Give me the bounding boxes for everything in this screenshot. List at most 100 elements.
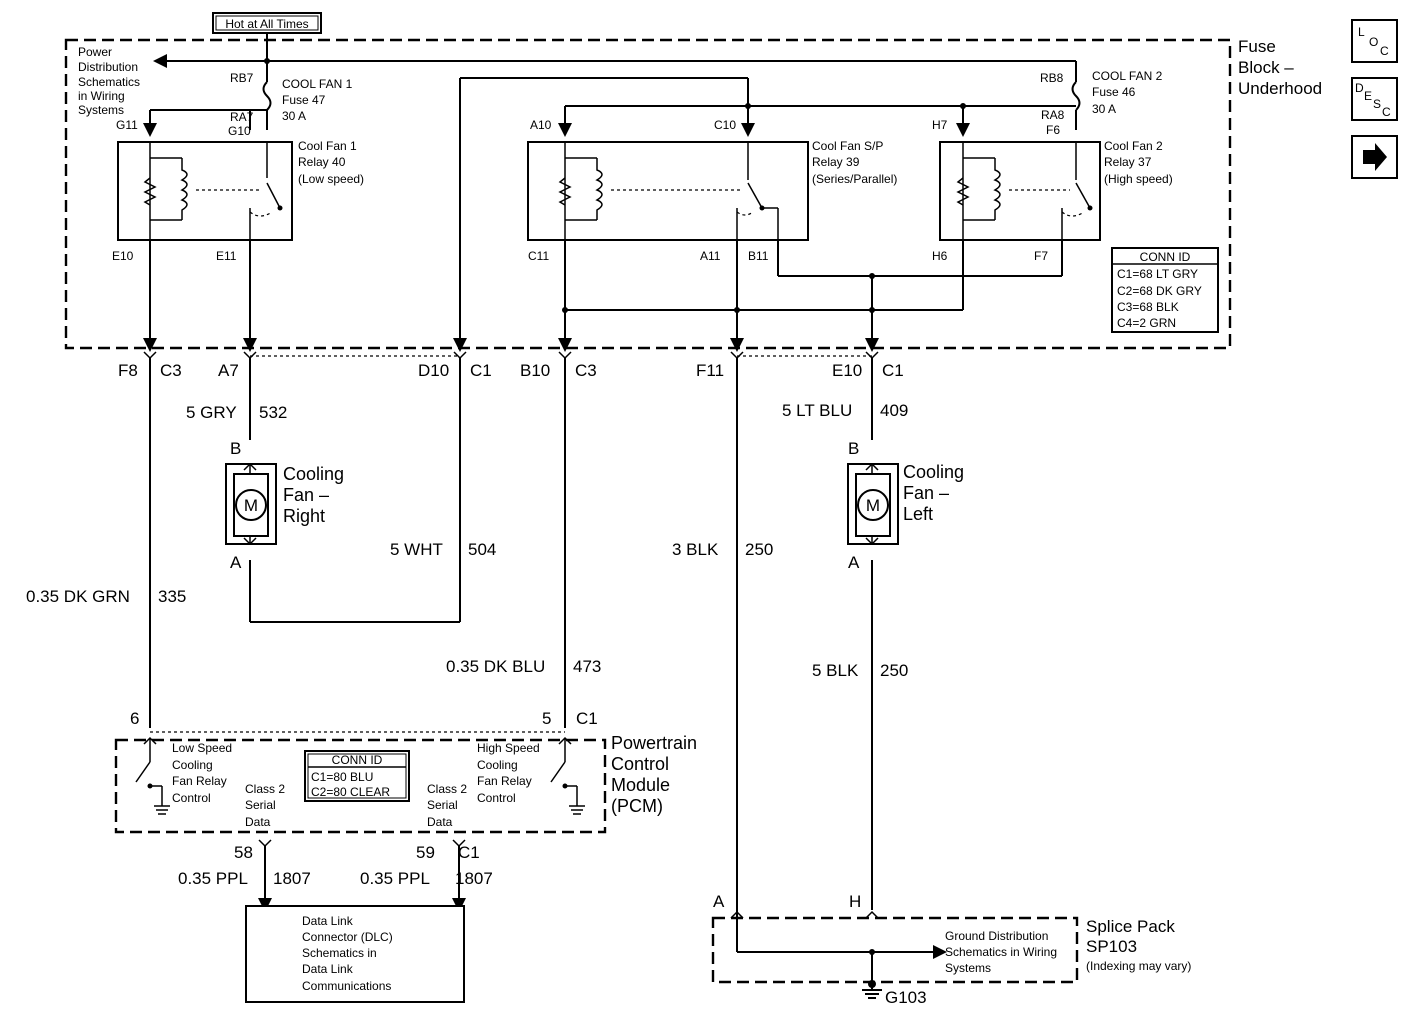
- fuse-block-internal-wiring: [143, 77, 1063, 352]
- svg-text:0.35 PPL: 0.35 PPL: [360, 869, 430, 888]
- svg-text:F8: F8: [118, 361, 138, 380]
- svg-text:C4=2 GRN: C4=2 GRN: [1117, 316, 1176, 330]
- svg-text:Data Link: Data Link: [302, 914, 354, 928]
- svg-text:Serial: Serial: [427, 798, 458, 812]
- svg-text:CONN ID: CONN ID: [332, 753, 383, 767]
- svg-text:Splice Pack: Splice Pack: [1086, 917, 1175, 936]
- svg-text:F11: F11: [696, 361, 724, 380]
- loc-button[interactable]: L O C: [1351, 19, 1398, 63]
- svg-text:COOL FAN 2: COOL FAN 2: [1092, 69, 1163, 83]
- svg-text:Control: Control: [172, 791, 211, 805]
- svg-text:Data: Data: [245, 815, 271, 829]
- next-button[interactable]: [1351, 135, 1398, 179]
- svg-text:Serial: Serial: [245, 798, 276, 812]
- relay-40: G11 G10 Cool Fan 1 Relay 40 (Low speed) …: [112, 109, 364, 263]
- svg-text:0.35 PPL: 0.35 PPL: [178, 869, 248, 888]
- serial-data-wires: 58 59 C1 0.35 PPL 1807 0.35 PPL 1807: [178, 839, 493, 912]
- svg-text:C1=68 LT GRY: C1=68 LT GRY: [1117, 267, 1198, 281]
- svg-text:(High speed): (High speed): [1104, 172, 1173, 186]
- svg-text:250: 250: [880, 661, 908, 680]
- svg-text:Fuse 46: Fuse 46: [1092, 85, 1136, 99]
- svg-text:H: H: [849, 892, 861, 911]
- svg-text:A: A: [713, 892, 725, 911]
- svg-text:Systems: Systems: [945, 961, 991, 975]
- svg-text:1807: 1807: [455, 869, 493, 888]
- svg-text:(Indexing may vary): (Indexing may vary): [1086, 959, 1191, 973]
- svg-text:Control: Control: [477, 791, 516, 805]
- svg-text:C3=68 BLK: C3=68 BLK: [1117, 300, 1179, 314]
- svg-text:B10: B10: [520, 361, 550, 380]
- svg-text:Cool Fan 1: Cool Fan 1: [298, 139, 357, 153]
- svg-text:Fuse 47: Fuse 47: [282, 93, 326, 107]
- hot-at-all-times-label: Hot at All Times: [212, 12, 322, 34]
- svg-text:Schematics in: Schematics in: [302, 946, 377, 960]
- svg-text:Data Link: Data Link: [302, 962, 354, 976]
- svg-text:5 BLK: 5 BLK: [812, 661, 859, 680]
- svg-text:F7: F7: [1034, 249, 1048, 263]
- svg-text:0.35 DK GRN: 0.35 DK GRN: [26, 587, 130, 606]
- svg-text:E: E: [1364, 89, 1372, 103]
- svg-text:G11: G11: [116, 118, 138, 132]
- wire-labels: 5 GRY 532 5 WHT 504 0.35 DK GRN 335 0.35…: [26, 401, 908, 680]
- desc-button[interactable]: D E S C: [1351, 77, 1398, 121]
- relay-37: H7 F6 Cool Fan 2 Relay 37 (High speed) H…: [932, 106, 1173, 263]
- svg-text:L: L: [1358, 25, 1365, 39]
- pcm-conn-id: CONN ID C1=80 BLU C2=80 CLEAR: [304, 750, 410, 802]
- svg-text:C11: C11: [528, 249, 549, 263]
- svg-text:RB8: RB8: [1040, 71, 1064, 85]
- svg-text:6: 6: [130, 709, 139, 728]
- svg-text:Powertrain: Powertrain: [611, 733, 697, 753]
- svg-text:Left: Left: [903, 504, 933, 524]
- svg-text:473: 473: [573, 657, 601, 676]
- svg-text:RA7: RA7: [230, 110, 254, 124]
- svg-text:Cooling: Cooling: [172, 758, 213, 772]
- svg-text:Systems: Systems: [78, 103, 124, 117]
- svg-text:59: 59: [416, 843, 435, 862]
- svg-text:C2=80 CLEAR: C2=80 CLEAR: [311, 785, 390, 799]
- svg-text:Fan Relay: Fan Relay: [477, 774, 532, 788]
- ground-icon: [862, 980, 882, 999]
- svg-text:High Speed: High Speed: [477, 741, 540, 755]
- lower-wires: [149, 358, 873, 910]
- svg-text:in Wiring: in Wiring: [78, 89, 125, 103]
- svg-text:Relay 37: Relay 37: [1104, 155, 1152, 169]
- svg-text:Relay 39: Relay 39: [812, 155, 860, 169]
- svg-text:Schematics: Schematics: [78, 75, 140, 89]
- svg-text:H7: H7: [932, 118, 948, 132]
- svg-text:B: B: [230, 439, 241, 458]
- svg-text:Relay 40: Relay 40: [298, 155, 346, 169]
- svg-text:C: C: [1382, 105, 1391, 119]
- svg-text:Fan –: Fan –: [903, 483, 949, 503]
- fuse-block-border: [64, 38, 1232, 350]
- power-distribution-note: Power Distribution Schematics in Wiring …: [78, 45, 140, 117]
- motor-icon: M: [866, 496, 880, 515]
- svg-text:Cooling: Cooling: [903, 462, 964, 482]
- svg-text:Fan –: Fan –: [283, 485, 329, 505]
- svg-text:H6: H6: [932, 249, 948, 263]
- svg-text:0.35 DK BLU: 0.35 DK BLU: [446, 657, 545, 676]
- powertrain-control-module: 6 5 C1 Powertrain Control Module (PCM) L…: [114, 709, 697, 834]
- svg-text:A11: A11: [700, 249, 721, 263]
- svg-text:Low Speed: Low Speed: [172, 741, 232, 755]
- svg-text:Schematics in Wiring: Schematics in Wiring: [945, 945, 1057, 959]
- svg-text:Distribution: Distribution: [78, 60, 138, 74]
- svg-text:250: 250: [745, 540, 773, 559]
- svg-text:B11: B11: [748, 249, 769, 263]
- svg-text:D10: D10: [418, 361, 449, 380]
- svg-text:Cooling: Cooling: [283, 464, 344, 484]
- svg-text:(PCM): (PCM): [611, 796, 663, 816]
- battery-bus: [153, 33, 1077, 82]
- svg-text:5 GRY: 5 GRY: [186, 403, 237, 422]
- svg-text:C1=80 BLU: C1=80 BLU: [311, 770, 373, 784]
- svg-text:G103: G103: [885, 988, 927, 1007]
- svg-text:B: B: [848, 439, 859, 458]
- svg-text:A7: A7: [218, 361, 239, 380]
- svg-text:Block –: Block –: [1238, 58, 1294, 77]
- svg-text:Cooling: Cooling: [477, 758, 518, 772]
- svg-text:RA8: RA8: [1041, 108, 1065, 122]
- cooling-fan-left: B M Cooling Fan – Left A: [847, 439, 964, 572]
- svg-text:504: 504: [468, 540, 496, 559]
- svg-text:E10: E10: [832, 361, 862, 380]
- cooling-fan-right: B M Cooling Fan – Right A: [225, 439, 344, 572]
- svg-text:58: 58: [234, 843, 253, 862]
